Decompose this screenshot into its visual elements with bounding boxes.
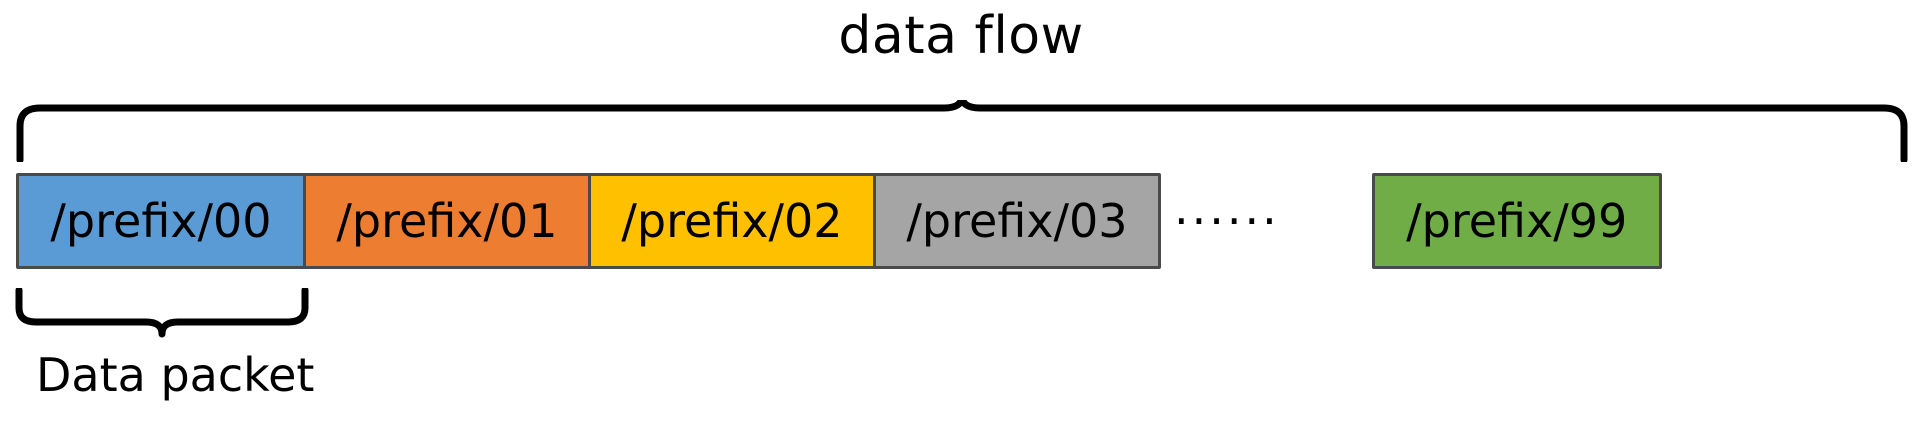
ellipsis-separator: ······ bbox=[1174, 194, 1280, 248]
packet-block-0[interactable]: /prefix/00 bbox=[16, 173, 306, 269]
packet-block-2[interactable]: /prefix/02 bbox=[588, 173, 876, 269]
spacer bbox=[1293, 173, 1375, 269]
data-packet-caption: Data packet bbox=[36, 348, 315, 402]
data-flow-brace-icon bbox=[16, 100, 1908, 162]
data-packet-brace-icon bbox=[15, 288, 309, 338]
packet-label-0: /prefix/00 bbox=[50, 194, 272, 248]
packet-label-2: /prefix/02 bbox=[621, 194, 843, 248]
packet-label-1: /prefix/01 bbox=[336, 194, 558, 248]
packet-block-99[interactable]: /prefix/99 bbox=[1371, 173, 1662, 269]
packet-block-1[interactable]: /prefix/01 bbox=[303, 173, 591, 269]
packet-label-3: /prefix/03 bbox=[906, 194, 1128, 248]
data-flow-title: data flow bbox=[838, 6, 1084, 66]
packet-block-3[interactable]: /prefix/03 bbox=[873, 173, 1161, 269]
packet-label-99: /prefix/99 bbox=[1406, 194, 1628, 248]
packet-sequence: /prefix/00 /prefix/01 /prefix/02 /prefix… bbox=[16, 173, 1662, 269]
